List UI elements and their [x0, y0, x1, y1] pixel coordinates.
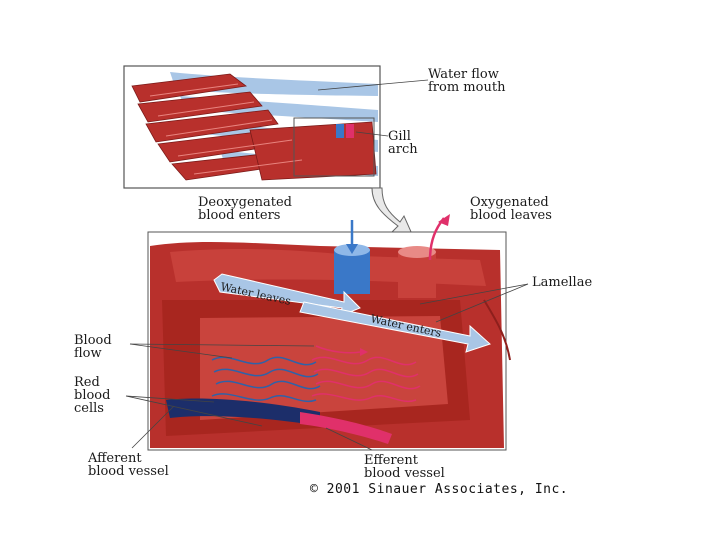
- oxygenated-line-1: Oxygenated: [470, 195, 549, 210]
- lamellae-closeup: [147, 214, 511, 451]
- deoxygenated-line-1: Deoxygenated: [198, 195, 292, 210]
- deoxygenated-label: Deoxygenated blood enters: [198, 196, 292, 222]
- gill-arch-label: Gill arch: [388, 130, 418, 156]
- blood-flow-label: Blood flow: [74, 334, 112, 360]
- red-blood-cells-label: Red blood cells: [74, 376, 110, 415]
- red-blood-cells-line-2: blood: [74, 388, 111, 403]
- efferent-line-1: Efferent: [364, 453, 418, 468]
- afferent-line-1: Afferent: [88, 451, 142, 466]
- red-blood-cells-line-1: Red: [74, 375, 100, 390]
- afferent-label: Afferent blood vessel: [88, 452, 169, 478]
- gill-overview-inset: [123, 65, 429, 189]
- water-flow-label: Water flow from mouth: [428, 68, 505, 94]
- leader-lines: [125, 283, 529, 451]
- oxygenated-label: Oxygenated blood leaves: [470, 196, 552, 222]
- water-flow-line-2: from mouth: [428, 80, 506, 95]
- blood-flow-line-1: Blood: [74, 333, 112, 348]
- deoxygenated-line-2: blood enters: [198, 208, 281, 223]
- gill-arch-line-1: Gill: [388, 129, 411, 144]
- lamellae-label: Lamellae: [532, 275, 593, 290]
- water-flow-line-1: Water flow: [428, 67, 499, 82]
- copyright-credit: © 2001 Sinauer Associates, Inc.: [310, 482, 569, 497]
- efferent-line-2: blood vessel: [364, 466, 445, 481]
- efferent-label: Efferent blood vessel: [364, 454, 445, 480]
- red-blood-cells-line-3: cells: [74, 401, 104, 416]
- oxygenated-line-2: blood leaves: [470, 208, 552, 223]
- gill-arch-line-2: arch: [388, 142, 418, 157]
- blood-flow-line-2: flow: [74, 346, 102, 361]
- zoom-arrow: [371, 187, 413, 235]
- afferent-line-2: blood vessel: [88, 464, 169, 479]
